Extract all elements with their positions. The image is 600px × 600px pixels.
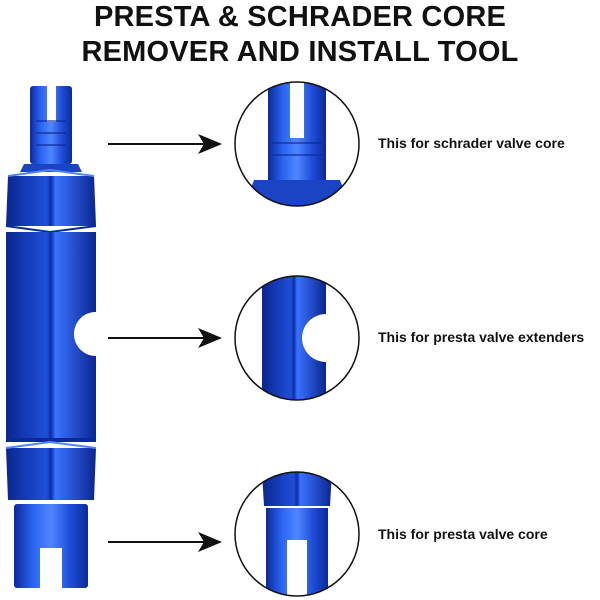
valve-core-tool bbox=[5, 86, 118, 588]
callout-label-presta-extenders: This for presta valve extenders bbox=[378, 329, 585, 345]
tool-bottom-fork bbox=[14, 504, 88, 588]
title-line-1: PRESTA & SCHRADER CORE bbox=[93, 1, 507, 33]
presta-core-fork-detail bbox=[234, 471, 360, 597]
tool-shaft bbox=[6, 232, 118, 442]
callout-label-presta-core: This for presta valve core bbox=[378, 526, 548, 542]
tool-lower-hex bbox=[5, 440, 97, 500]
page-title: PRESTA & SCHRADER CORE REMOVER AND INSTA… bbox=[0, 0, 600, 70]
tool-top-tip bbox=[20, 86, 82, 172]
title-line-2: REMOVER AND INSTALL TOOL bbox=[81, 36, 519, 68]
presta-extender-notch-detail bbox=[234, 275, 360, 401]
callout-label-schrader: This for schrader valve core bbox=[378, 135, 565, 151]
tool-upper-hex bbox=[5, 168, 97, 234]
schrader-core-slot-detail bbox=[234, 81, 360, 207]
